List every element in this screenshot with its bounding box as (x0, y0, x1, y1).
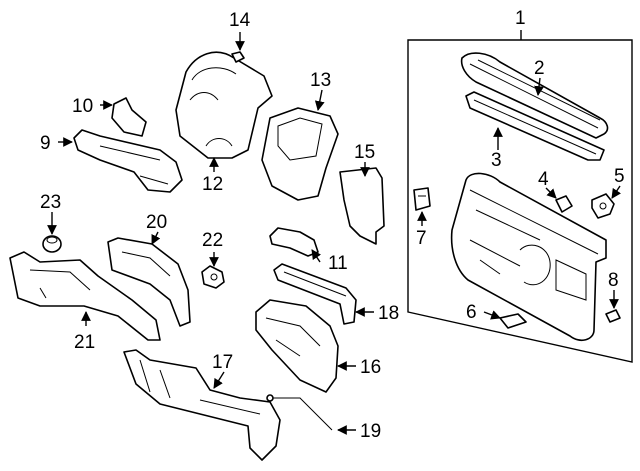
callout-2: 2 (534, 58, 545, 79)
part-8-plug (605, 309, 621, 323)
callout-5: 5 (614, 166, 625, 187)
callout-15: 15 (354, 142, 375, 163)
part-9-rail (73, 129, 183, 193)
callout-10: 10 (72, 96, 93, 117)
part-22-fastener (201, 265, 225, 289)
callout-3: 3 (491, 150, 502, 171)
callout-11: 11 (328, 253, 348, 274)
part-18-rail (273, 263, 357, 325)
callout-18: 18 (378, 303, 399, 324)
callout-12: 12 (202, 174, 223, 195)
part-10-bracket (111, 97, 147, 137)
part-13-wheelhouse-rear (261, 107, 339, 201)
callout-8: 8 (608, 270, 619, 291)
callout-6: 6 (466, 302, 477, 323)
callout-14: 14 (229, 10, 251, 31)
callout-17: 17 (212, 352, 233, 373)
part-23-grommet (42, 235, 62, 253)
callout-7: 7 (416, 228, 427, 249)
part-20-extension (107, 237, 191, 327)
part-14-nut (231, 51, 245, 63)
part-12-wheelhouse (175, 51, 273, 159)
part-21-side-panel (9, 251, 161, 341)
part-17-frame-rail (123, 349, 281, 461)
callout-9: 9 (40, 133, 51, 154)
part-5-bracket (591, 193, 615, 219)
callout-13: 13 (310, 70, 331, 91)
part-16-apron (255, 299, 339, 393)
callout-19: 19 (360, 421, 381, 442)
part-1-dash-panel (450, 172, 607, 342)
part-7-clip (413, 187, 431, 211)
callout-22: 22 (202, 230, 223, 251)
part-6-pad (499, 313, 527, 329)
callout-21: 21 (74, 332, 95, 353)
part-4-bracket (555, 195, 573, 213)
callout-23: 23 (40, 192, 61, 213)
part-3-cowl-lower (465, 91, 605, 161)
part-15-insulator (339, 167, 385, 245)
callout-20: 20 (146, 212, 167, 233)
part-11-bracket (269, 227, 319, 257)
callout-16: 16 (360, 357, 381, 378)
callout-4: 4 (538, 169, 549, 190)
part-19-rod (266, 394, 333, 431)
callout-1: 1 (515, 8, 526, 29)
assembly-frame (407, 39, 633, 363)
